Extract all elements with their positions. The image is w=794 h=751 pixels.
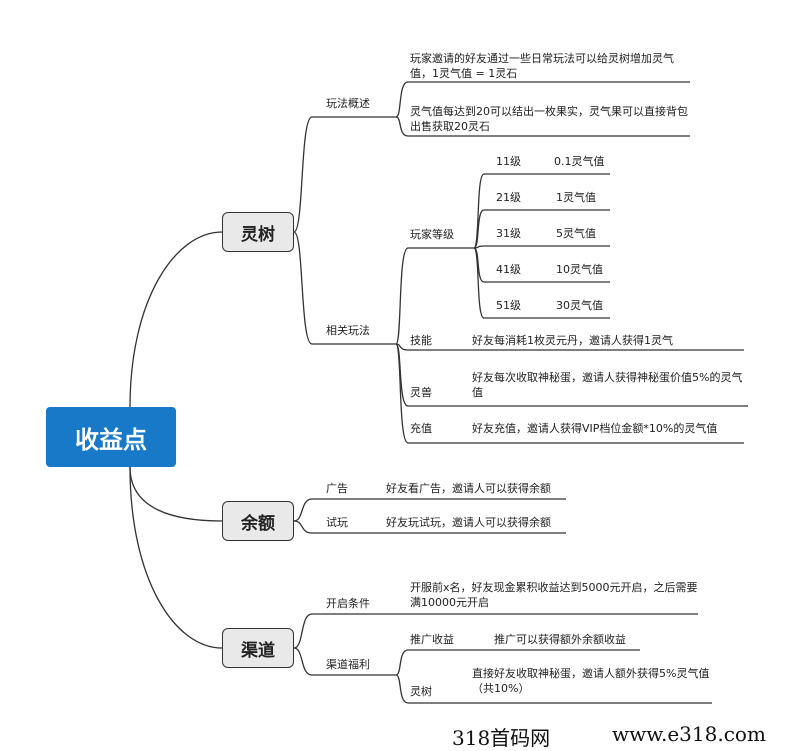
watermark-right: www.e318.com xyxy=(612,722,766,746)
level-row-value: 0.1灵气值 xyxy=(554,155,605,168)
gameplay-overview-label: 玩法概述 xyxy=(326,97,370,110)
root-node: 收益点 xyxy=(46,407,176,467)
recharge-desc: 好友充值，邀请人获得VIP档位金额*10%的灵气值 xyxy=(472,422,718,435)
level-row-level: 21级 xyxy=(496,191,521,204)
skill-label: 技能 xyxy=(410,334,432,347)
branch-yue: 余额 xyxy=(222,501,294,541)
level-row-level: 11级 xyxy=(496,155,521,168)
branch-qudao: 渠道 xyxy=(222,628,294,668)
player-level-label: 玩家等级 xyxy=(410,228,454,241)
level-row-level: 41级 xyxy=(496,263,521,276)
level-row-value: 1灵气值 xyxy=(556,191,596,204)
level-row-value: 30灵气值 xyxy=(556,299,603,312)
watermark-left: 318首码网 xyxy=(452,726,551,750)
level-row-level: 31级 xyxy=(496,227,521,240)
overview-text-1: 玩家邀请的好友通过一些日常玩法可以给灵树增加灵气值，1灵气值 = 1灵石 xyxy=(410,52,674,80)
related-gameplay-label: 相关玩法 xyxy=(326,324,370,337)
channel-benefit-label: 渠道福利 xyxy=(326,658,370,671)
ad-desc: 好友看广告，邀请人可以获得余额 xyxy=(386,482,551,495)
skill-desc: 好友每消耗1枚灵元丹，邀请人获得1灵气 xyxy=(472,334,673,347)
trial-label: 试玩 xyxy=(326,516,348,529)
promo-label: 推广收益 xyxy=(410,633,454,646)
open-condition-label: 开启条件 xyxy=(326,597,370,610)
beast-desc: 好友每次收取神秘蛋，邀请人获得神秘蛋价值5%的灵气值 xyxy=(472,371,743,399)
level-row-value: 5灵气值 xyxy=(556,227,596,240)
recharge-label: 充值 xyxy=(410,422,432,435)
tree-benefit-label: 灵树 xyxy=(410,685,432,698)
open-condition-desc: 开服前x名，好友现金累积收益达到5000元开启，之后需要满10000元开启 xyxy=(410,581,698,609)
beast-label: 灵兽 xyxy=(410,386,432,399)
ad-label: 广告 xyxy=(326,482,348,495)
trial-desc: 好友玩试玩，邀请人可以获得余额 xyxy=(386,516,551,529)
level-row-level: 51级 xyxy=(496,299,521,312)
branch-lingshu: 灵树 xyxy=(222,212,294,252)
level-row-value: 10灵气值 xyxy=(556,263,603,276)
tree-benefit-desc: 直接好友收取神秘蛋，邀请人额外获得5%灵气值（共10%） xyxy=(472,667,710,695)
promo-desc: 推广可以获得额外余额收益 xyxy=(494,633,626,646)
overview-text-2: 灵气值每达到20可以结出一枚果实，灵气果可以直接背包出售获取20灵石 xyxy=(410,105,688,133)
